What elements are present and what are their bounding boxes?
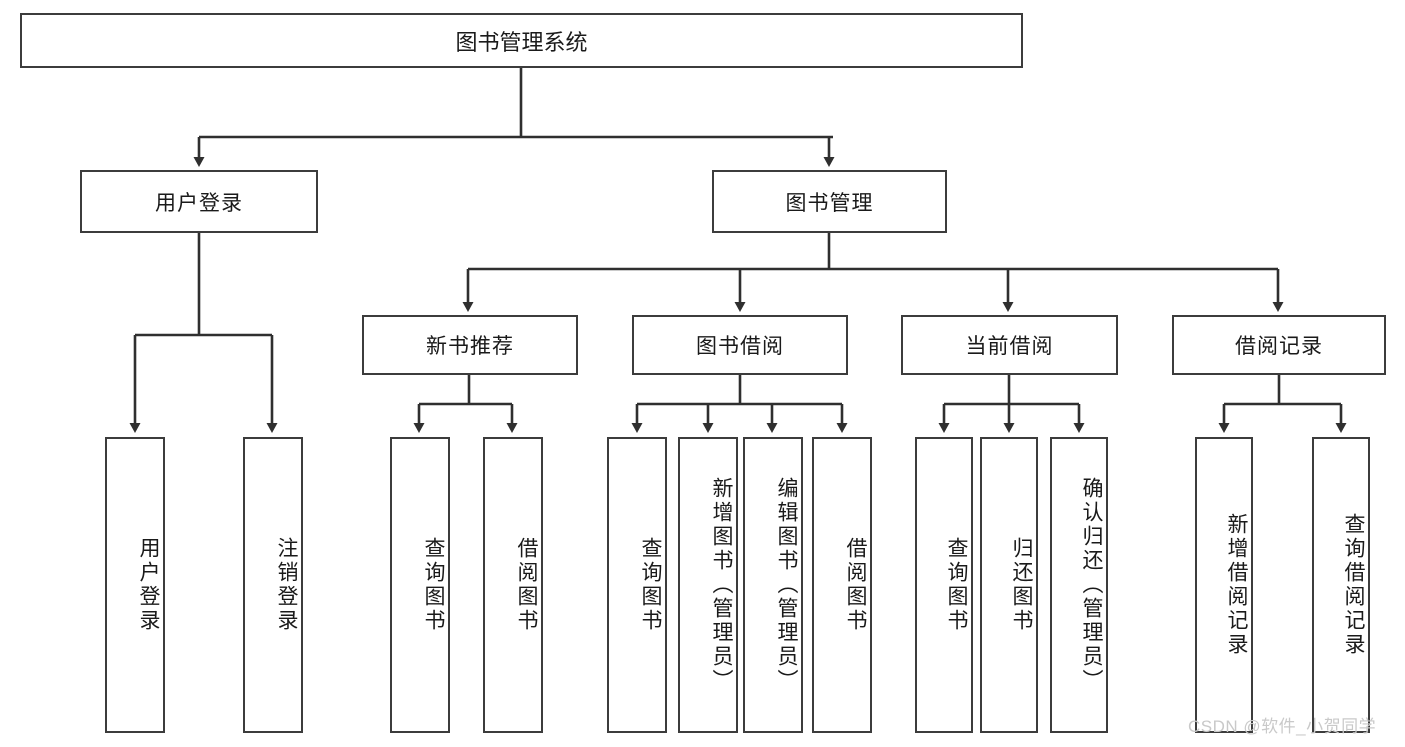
node-leaf-edit-book[interactable]: 编辑图书（管理员）	[743, 437, 803, 733]
node-borrow-record[interactable]: 借阅记录	[1172, 315, 1386, 375]
node-new-book-recommend-label: 新书推荐	[426, 335, 514, 358]
node-leaf-borrow-book-2-label: 借阅图书	[844, 537, 867, 633]
node-user-login-label: 用户登录	[155, 191, 243, 215]
node-leaf-query-book-2-label: 查询图书	[639, 537, 662, 633]
node-leaf-confirm-return[interactable]: 确认归还（管理员）	[1050, 437, 1108, 733]
node-leaf-query-book-3-label: 查询图书	[945, 537, 968, 633]
node-book-management-label: 图书管理	[785, 191, 874, 215]
node-leaf-query-book-3[interactable]: 查询图书	[915, 437, 973, 733]
node-leaf-add-record[interactable]: 新增借阅记录	[1195, 437, 1253, 733]
node-leaf-edit-book-label: 编辑图书（管理员）	[775, 477, 798, 693]
node-current-borrow-label: 当前借阅	[965, 335, 1054, 358]
node-leaf-query-book-1-label: 查询图书	[422, 537, 445, 633]
node-borrow-record-label: 借阅记录	[1235, 335, 1323, 358]
node-leaf-query-record-label: 查询借阅记录	[1342, 513, 1365, 657]
node-book-borrow[interactable]: 图书借阅	[632, 315, 848, 375]
node-leaf-query-book-1[interactable]: 查询图书	[390, 437, 450, 733]
node-leaf-borrow-book-1[interactable]: 借阅图书	[483, 437, 543, 733]
watermark: CSDN @软件_小贺同学	[1188, 717, 1377, 736]
node-leaf-logout-login[interactable]: 注销登录	[243, 437, 303, 733]
node-leaf-return-book-label: 归还图书	[1010, 537, 1033, 633]
node-leaf-logout-login-label: 注销登录	[275, 537, 298, 633]
node-leaf-borrow-book-1-label: 借阅图书	[515, 537, 538, 633]
node-new-book-recommend[interactable]: 新书推荐	[362, 315, 578, 375]
node-leaf-add-book-label: 新增图书（管理员）	[710, 477, 733, 693]
node-leaf-return-book[interactable]: 归还图书	[980, 437, 1038, 733]
node-leaf-add-book[interactable]: 新增图书（管理员）	[678, 437, 738, 733]
node-current-borrow[interactable]: 当前借阅	[901, 315, 1118, 375]
node-leaf-confirm-return-label: 确认归还（管理员）	[1080, 477, 1103, 693]
node-user-login[interactable]: 用户登录	[80, 170, 318, 233]
node-leaf-add-record-label: 新增借阅记录	[1225, 513, 1248, 657]
node-root-label: 图书管理系统	[455, 29, 588, 55]
node-book-borrow-label: 图书借阅	[696, 335, 784, 358]
node-root[interactable]: 图书管理系统	[20, 13, 1023, 68]
node-leaf-user-login-label: 用户登录	[137, 537, 160, 633]
node-leaf-user-login[interactable]: 用户登录	[105, 437, 165, 733]
node-leaf-query-book-2[interactable]: 查询图书	[607, 437, 667, 733]
node-leaf-borrow-book-2[interactable]: 借阅图书	[812, 437, 872, 733]
node-leaf-query-record[interactable]: 查询借阅记录	[1312, 437, 1370, 733]
node-book-management[interactable]: 图书管理	[712, 170, 947, 233]
